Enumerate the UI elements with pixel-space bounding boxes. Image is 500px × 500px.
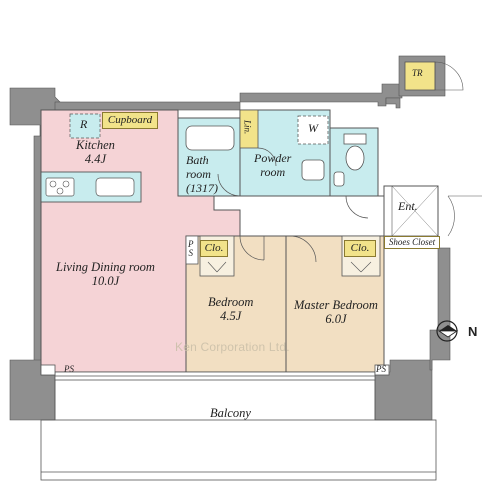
kitchen-label: Kitchen 4.4J	[76, 138, 115, 167]
ps-tag-right: PS	[376, 364, 386, 374]
powder-line2: room	[260, 164, 286, 179]
compass-letter: N	[468, 323, 478, 339]
kitchen-size: 4.4J	[84, 152, 107, 167]
ps-tag-top: P S	[188, 240, 194, 258]
compass-arrow-icon	[436, 320, 459, 342]
living-name: Living Dining room	[56, 260, 155, 274]
bath-line3: (1317)	[186, 180, 218, 195]
ps-top-p: P	[188, 239, 194, 249]
cupboard-tag: Cupboard	[102, 112, 158, 129]
shoes-closet-tag: Shoes Closet	[384, 236, 440, 249]
north-compass: N	[436, 320, 477, 342]
balcony-label: Balcony	[210, 406, 251, 420]
ps-tag-left: PS	[64, 364, 74, 374]
bath-label: Bath room (1317)	[186, 153, 218, 195]
watermark: Ken Corporation Ltd.	[175, 340, 290, 354]
r-tag: R	[80, 117, 88, 131]
powder-line1: Powder	[254, 151, 292, 165]
master-bedroom-size: 6.0J	[325, 312, 347, 327]
living-size: 10.0J	[91, 274, 120, 289]
bath-line2: room	[186, 166, 211, 181]
powder-label: Powder room	[254, 151, 292, 180]
living-label: Living Dining room 10.0J	[56, 260, 155, 289]
closet-tag-master: Clo.	[344, 240, 376, 257]
entrance-label: Ent.	[398, 199, 418, 213]
bath-line1: Bath	[186, 153, 209, 167]
master-bedroom-name: Master Bedroom	[294, 298, 378, 312]
ps-top-s: S	[188, 248, 194, 258]
bedroom-name: Bedroom	[208, 295, 254, 309]
kitchen-name: Kitchen	[76, 138, 115, 152]
tr-tag: TR	[412, 68, 423, 78]
linen-tag: Lin.	[242, 120, 253, 135]
master-bedroom-label: Master Bedroom 6.0J	[294, 298, 378, 327]
w-tag: W	[308, 121, 318, 135]
bedroom-size: 4.5J	[220, 309, 242, 324]
closet-tag-bedroom: Clo.	[200, 240, 228, 257]
tr-room	[404, 61, 436, 91]
bedroom-label: Bedroom 4.5J	[208, 295, 253, 324]
